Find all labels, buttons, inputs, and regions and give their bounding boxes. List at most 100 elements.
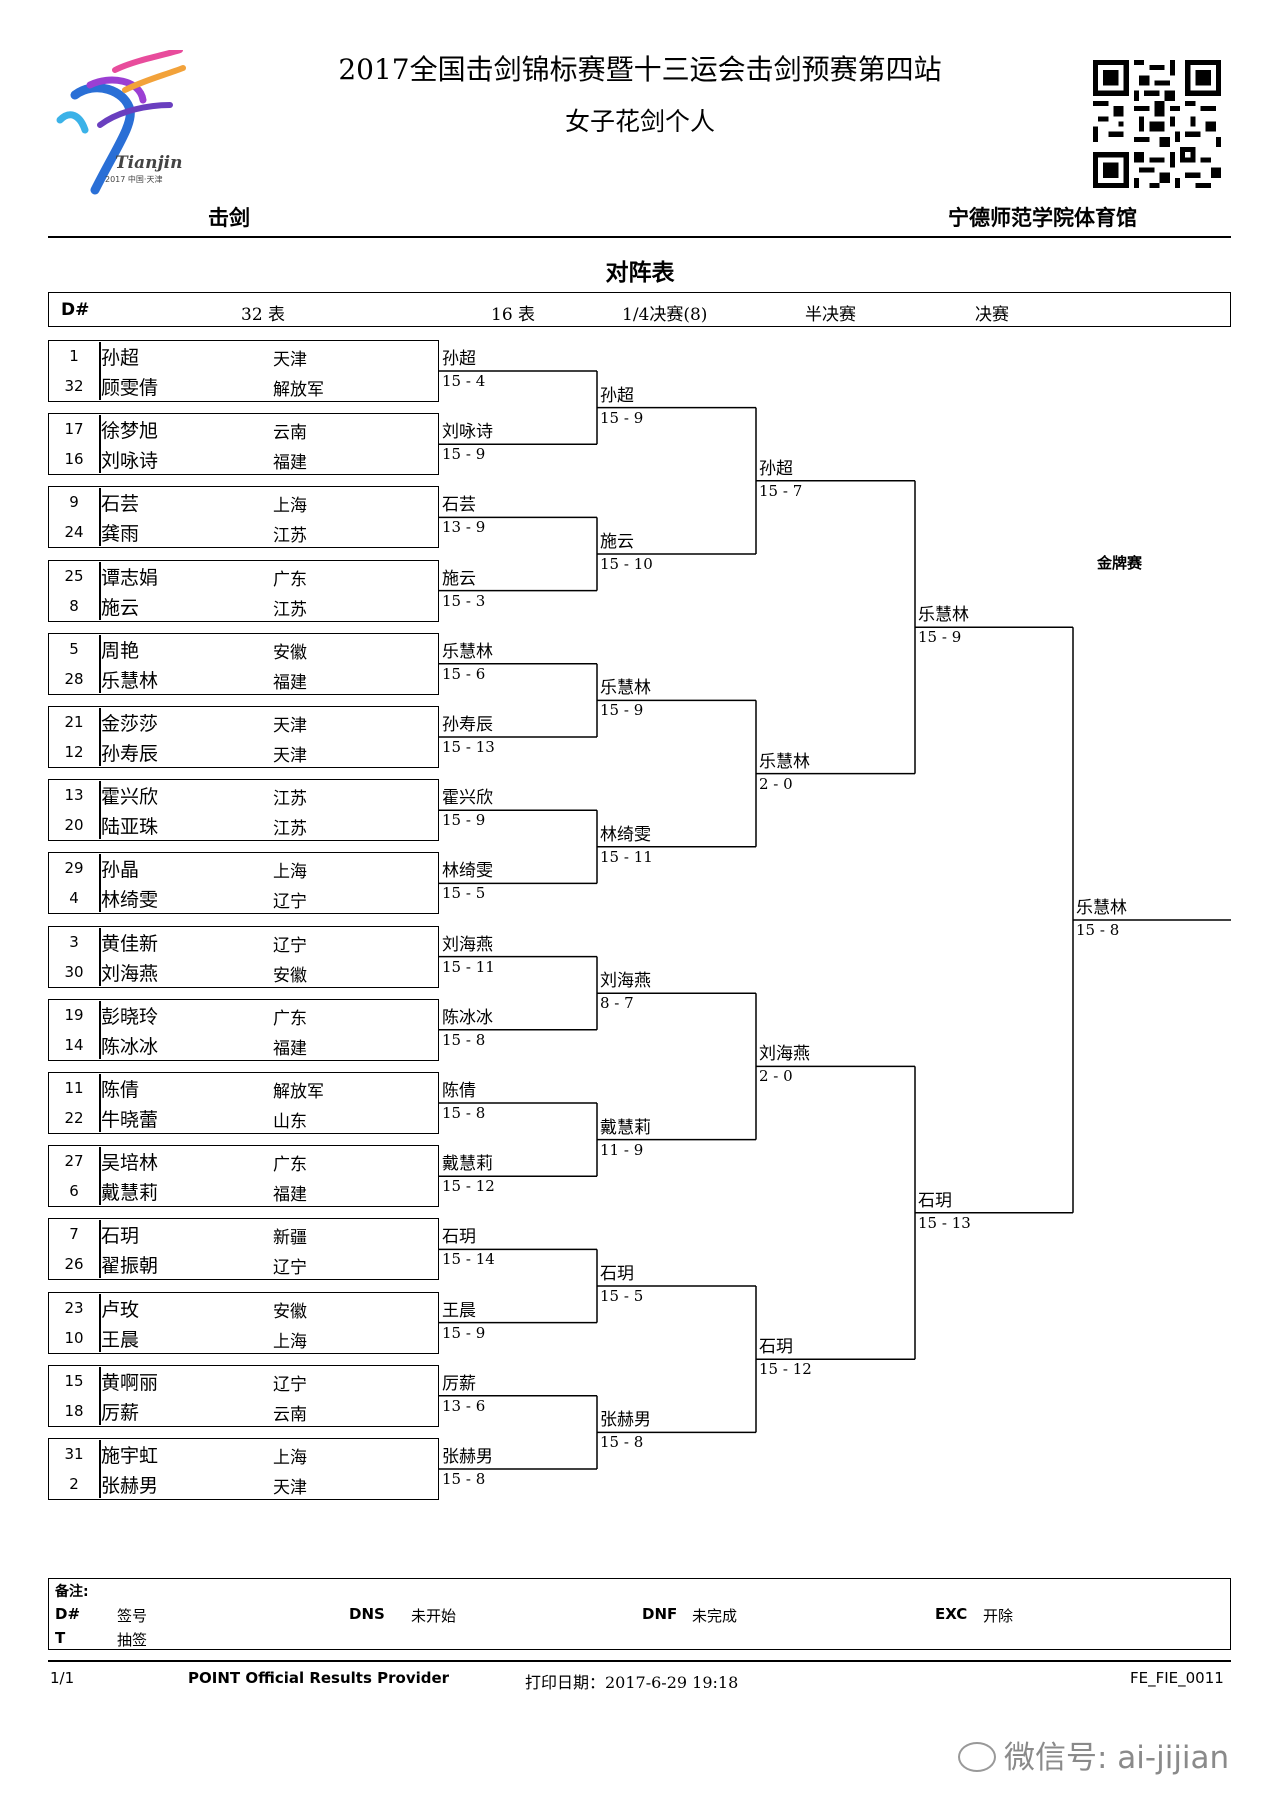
fencer-name: 孙晶 (101, 859, 140, 882)
fencer-seed: 27 (64, 1152, 84, 1171)
qf-score: 15 - 5 (600, 1287, 644, 1305)
fencer-seed: 3 (69, 932, 79, 951)
fencer-club: 辽宁 (273, 1258, 307, 1279)
fencer-name: 周艳 (101, 639, 140, 662)
r16-winner-name: 霍兴欣 (442, 788, 493, 809)
match-divider (99, 1147, 101, 1206)
qf-winner-name: 石玥 (600, 1264, 634, 1284)
sport-label: 击剑 (208, 205, 250, 230)
fencer-seed: 29 (64, 859, 84, 878)
fencer-name: 黄佳新 (101, 932, 159, 955)
fencer-name: 谭志娟 (101, 566, 159, 589)
r16-score: 15 - 14 (442, 1250, 495, 1269)
fencer-club: 安徽 (273, 642, 307, 663)
r16-score: 15 - 8 (442, 1030, 486, 1049)
sf-winner-name: 孙超 (759, 458, 793, 479)
qf-score: 11 - 9 (600, 1140, 644, 1159)
fencer-club: 解放军 (273, 1082, 324, 1102)
qr-code (1093, 60, 1221, 188)
legend-val-d: 签号 (117, 1607, 148, 1625)
r16-score: 15 - 8 (442, 1104, 486, 1122)
fencer-name: 施宇虹 (101, 1445, 159, 1467)
footer-divider (48, 1660, 1231, 1662)
fencer-club: 云南 (273, 1404, 307, 1425)
col-round32: 32 表 (241, 305, 286, 325)
fencer-seed: 24 (64, 523, 84, 542)
fencer-seed: 11 (64, 1079, 84, 1097)
fencer-name: 乐慧林 (101, 669, 159, 692)
fencer-seed: 12 (64, 743, 84, 761)
legend-val-exc: 开除 (983, 1607, 1014, 1625)
fencer-seed: 30 (64, 962, 84, 981)
print-date: 打印日期：2017-6-29 19:18 (525, 1673, 739, 1692)
fencer-club: 广东 (273, 569, 307, 590)
match-divider (99, 854, 101, 913)
fencer-seed: 2 (69, 1475, 79, 1493)
fencer-club: 云南 (273, 423, 307, 444)
watermark-text: 微信号: ai-jijian (1004, 1740, 1230, 1776)
fencer-name: 厉薪 (101, 1401, 140, 1424)
fencer-seed: 10 (64, 1328, 84, 1347)
fencer-name: 翟振朝 (101, 1255, 159, 1278)
final-score: 15 - 9 (918, 628, 962, 647)
match-divider (99, 1293, 101, 1352)
fencer-name: 卢玫 (101, 1298, 140, 1321)
fencer-seed: 21 (64, 713, 84, 731)
venue-label: 宁德师范学院体育馆 (948, 205, 1137, 230)
legend-val-dns: 未开始 (411, 1607, 457, 1625)
fencer-name: 刘海燕 (101, 962, 159, 985)
qf-winner-name: 乐慧林 (600, 678, 651, 699)
fencer-name: 孙寿辰 (101, 743, 159, 765)
qf-score: 15 - 11 (600, 847, 653, 866)
match-divider (99, 1220, 101, 1279)
fencer-name: 戴慧莉 (101, 1182, 159, 1205)
fencer-seed: 25 (64, 566, 84, 585)
legend-val-t: 抽签 (117, 1631, 148, 1649)
qf-winner-name: 刘海燕 (600, 971, 651, 992)
fencer-name: 陈冰冰 (101, 1035, 159, 1058)
fencer-name: 张赫男 (101, 1475, 159, 1497)
fencer-club: 福建 (273, 453, 307, 474)
fencer-club: 福建 (273, 1038, 307, 1059)
fencer-name: 彭晓玲 (101, 1005, 159, 1028)
fencer-name: 陈倩 (101, 1079, 140, 1101)
fencer-seed: 20 (64, 816, 84, 835)
header-divider (48, 236, 1231, 238)
r16-winner-name: 陈冰冰 (442, 1007, 493, 1028)
sf-winner-name: 石玥 (759, 1337, 793, 1358)
qf-winner-name: 孙超 (600, 385, 634, 406)
r16-winner-name: 孙超 (442, 349, 476, 369)
fencer-seed: 5 (69, 639, 79, 658)
final-score: 15 - 13 (918, 1213, 971, 1232)
sf-score: 2 - 0 (759, 1067, 793, 1086)
fencer-name: 徐梦旭 (101, 420, 159, 443)
match-divider (99, 708, 101, 766)
fencer-name: 施云 (101, 596, 140, 619)
fencer-name: 霍兴欣 (101, 786, 159, 809)
sf-score: 15 - 7 (759, 481, 803, 500)
r16-score: 13 - 6 (442, 1396, 486, 1415)
r16-winner-name: 施云 (442, 568, 476, 589)
notes-legend: 备注: D# 签号 T 抽签 DNS 未开始 DNF 未完成 EXC 开除 (48, 1578, 1231, 1650)
qf-score: 15 - 9 (600, 408, 644, 427)
fencer-seed: 15 (64, 1371, 84, 1390)
r16-winner-name: 王晨 (442, 1300, 476, 1321)
fencer-seed: 1 (69, 347, 79, 365)
qf-winner-name: 施云 (600, 532, 634, 552)
col-semifinal: 半决赛 (805, 305, 856, 325)
col-round16: 16 表 (491, 305, 536, 325)
